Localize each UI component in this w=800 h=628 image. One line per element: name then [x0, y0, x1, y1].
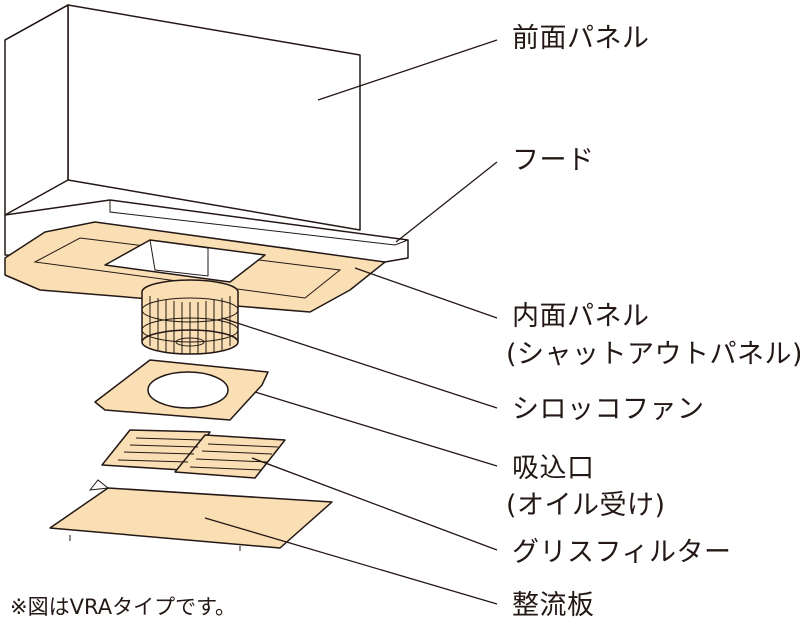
leader-sirocco-fan — [221, 317, 498, 409]
label-hood: フード — [512, 145, 595, 176]
leader-intake — [254, 391, 498, 467]
label-sirocco-fan: シロッコファン — [512, 394, 705, 425]
label-inner-panel-sub: (シャットアウトパネル) — [506, 339, 800, 370]
leader-rectifier — [204, 517, 498, 605]
leader-inner-panel — [354, 267, 498, 319]
leader-front-panel — [317, 39, 498, 101]
grease-filter-drawing — [101, 429, 286, 479]
label-intake-sub: (オイル受け) — [506, 490, 666, 521]
rectifier-plate-drawing — [49, 479, 333, 551]
label-front-panel: 前面パネル — [512, 23, 650, 54]
label-intake: 吸込口 — [512, 453, 595, 484]
label-inner-panel: 内面パネル — [512, 301, 650, 332]
diagram-note: ※図はVRAタイプです。 — [10, 595, 236, 619]
label-rectifier-plate: 整流板 — [512, 590, 595, 621]
inner-panel-drawing — [4, 221, 386, 313]
sirocco-fan-drawing — [141, 279, 239, 355]
label-grease-filter: グリスフィルター — [512, 537, 732, 568]
front-panel-drawing — [4, 4, 361, 231]
leader-grease-filter — [251, 457, 498, 551]
leader-lines — [204, 39, 498, 605]
fan-plate-drawing — [94, 359, 269, 421]
leader-hood — [395, 161, 498, 243]
